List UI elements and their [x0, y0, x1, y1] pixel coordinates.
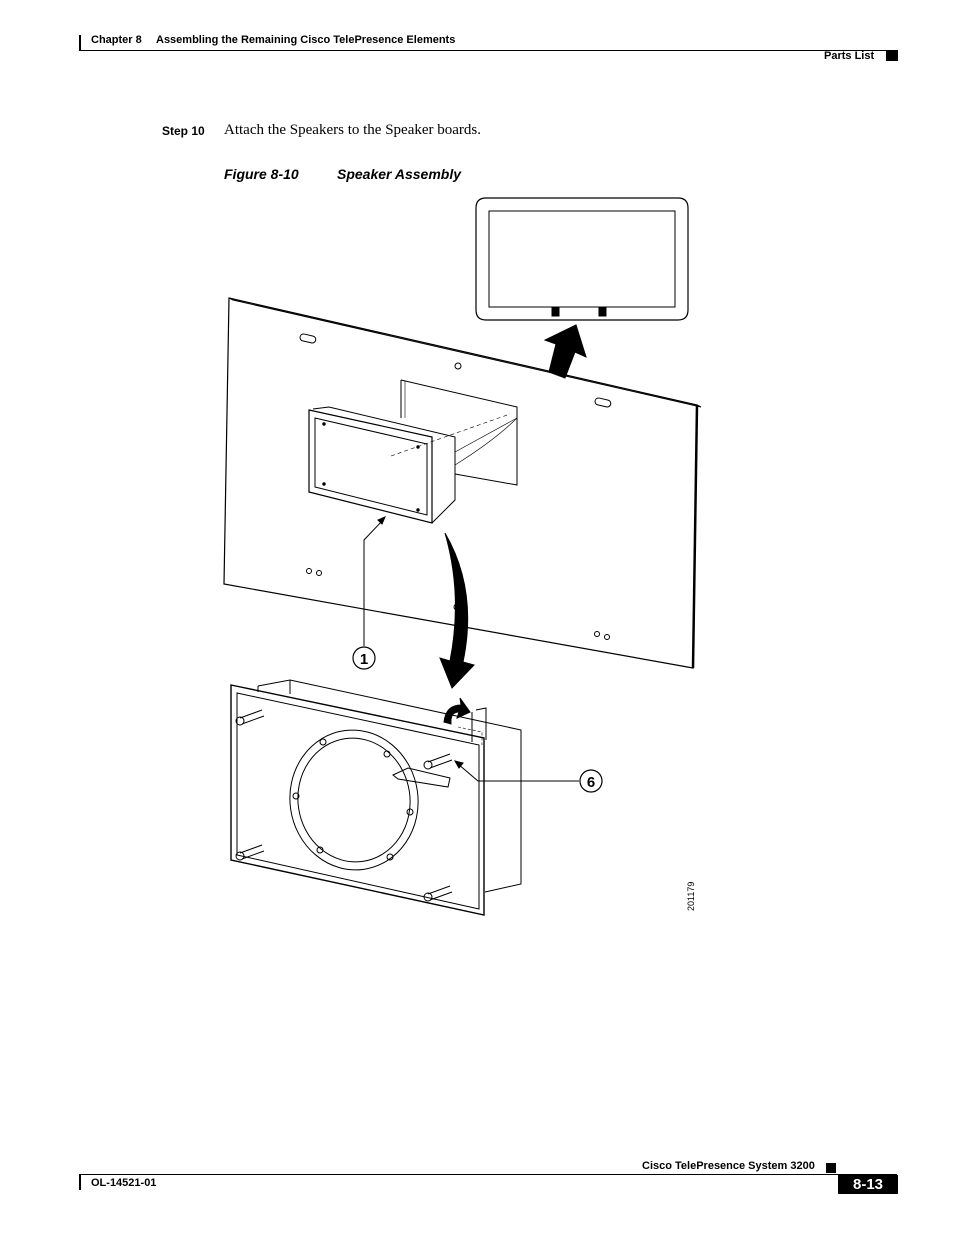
header-section: Parts List [824, 50, 875, 62]
step-text: Attach the Speakers to the Speaker board… [224, 122, 481, 138]
screw [423, 885, 453, 902]
step-label: Step 10 [162, 124, 205, 138]
down-arrow-icon [439, 532, 475, 689]
rotate-arrow-icon [443, 697, 471, 725]
callout-1-circle [352, 646, 376, 670]
footer-product: Cisco TelePresence System 3200 [642, 1160, 815, 1172]
callout-1-leader [363, 519, 384, 646]
page-number: 8-13 [838, 1175, 898, 1194]
header-left-rule [79, 35, 81, 51]
up-arrow-icon [543, 324, 587, 379]
footer-black-tab [826, 1163, 836, 1173]
display-unit [475, 197, 689, 321]
callout-6-label: 6 [587, 774, 595, 791]
speaker-box-in-cutout [308, 406, 456, 524]
header-black-tab [886, 50, 898, 61]
figure-title: Speaker Assembly [337, 166, 461, 182]
callout-1-label: 1 [360, 651, 368, 668]
header-top-line [79, 50, 897, 51]
header-chapter-title: Assembling the Remaining Cisco TelePrese… [156, 34, 456, 46]
footer-doc-id: OL-14521-01 [91, 1177, 157, 1189]
screw [235, 709, 265, 726]
screw [235, 844, 265, 861]
art-id: 201179 [686, 882, 696, 911]
speaker-unit [230, 679, 522, 916]
callout-6-leader [457, 763, 579, 782]
header-chapter: Chapter 8 [91, 34, 142, 46]
footer-left-rule [79, 1174, 81, 1190]
callout-6-circle [579, 769, 603, 793]
figure-number: Figure 8-10 [224, 166, 299, 182]
screw [423, 753, 453, 770]
footer-line [79, 1174, 897, 1175]
